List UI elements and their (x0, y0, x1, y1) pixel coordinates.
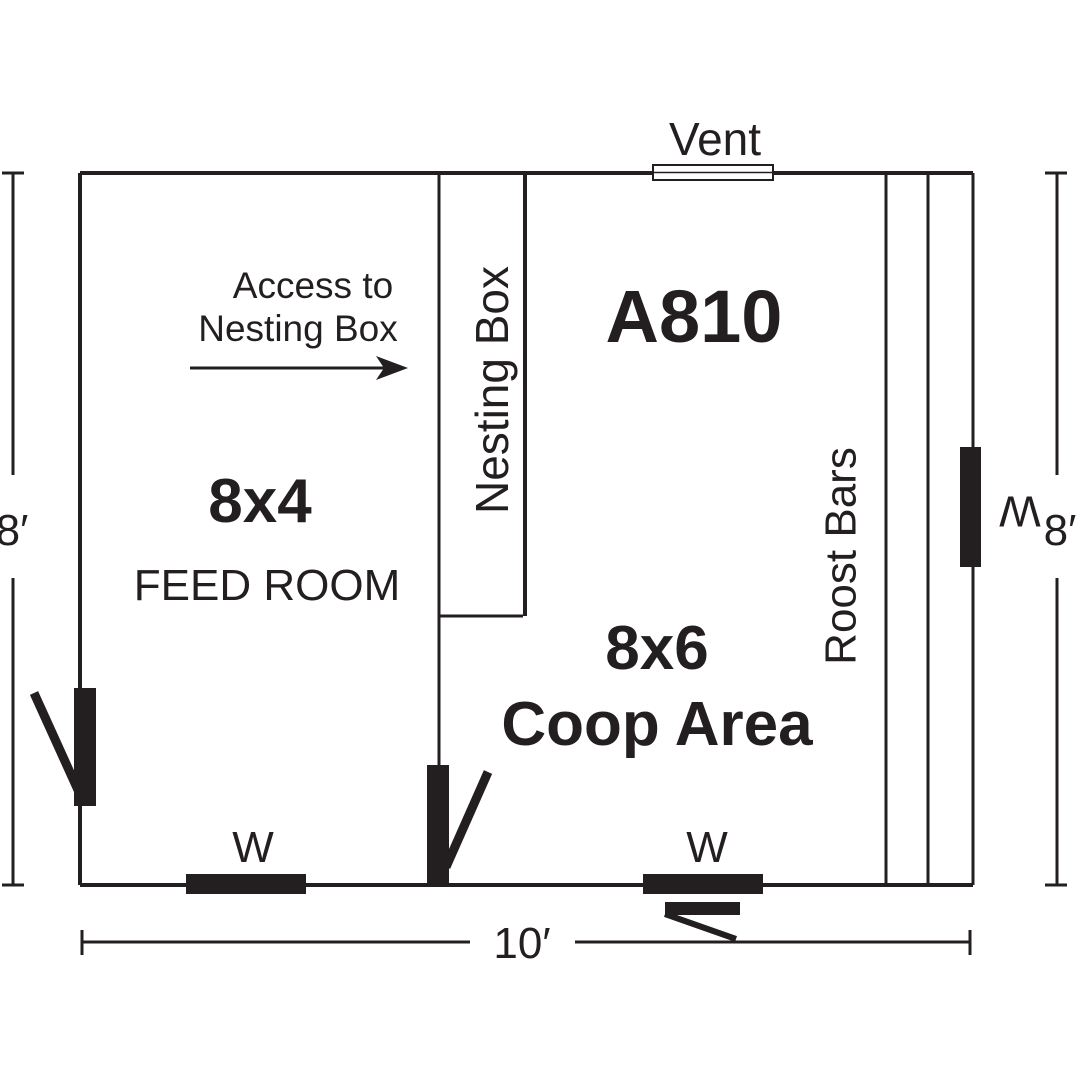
coop-interior-door (427, 765, 493, 885)
access-arrow (190, 356, 408, 380)
window-right-wall (960, 447, 981, 567)
nesting-box-enclosure (439, 173, 527, 618)
coop-area-size: 8x6 (605, 614, 708, 683)
door-swing (441, 770, 493, 869)
model-label: A810 (606, 275, 783, 358)
door-slab (427, 765, 449, 885)
feed-room-door (29, 688, 96, 806)
vent-label: Vent (669, 113, 761, 165)
chicken-door-swing (664, 911, 737, 942)
window-feed-room-bottom (186, 874, 306, 894)
roost-bars-lines (884, 173, 930, 885)
window-coop-label: W (686, 823, 728, 872)
window-right-label: W (999, 486, 1041, 535)
feed-room-label: FEED ROOM (134, 561, 400, 610)
roost-bars-label: Roost Bars (817, 447, 866, 665)
dimension-bottom-label: 10′ (493, 919, 550, 968)
nesting-box-label: Nesting Box (466, 266, 518, 514)
access-note-line1: Access to (233, 265, 393, 306)
dimension-bottom (80, 930, 972, 955)
coop-area-label: Coop Area (501, 690, 813, 759)
window-coop-bottom (643, 874, 763, 894)
dimension-left (2, 171, 24, 887)
door-swing (29, 691, 88, 803)
window-feed-room-label: W (232, 823, 274, 872)
chicken-door (664, 902, 740, 942)
chicken-door-slab (665, 902, 740, 915)
arrow-head (376, 356, 408, 380)
dimension-right (1045, 171, 1067, 887)
access-note-line2: Nesting Box (198, 308, 398, 349)
dimension-right-label: 8′ (1044, 506, 1077, 555)
feed-room-size: 8x4 (208, 467, 312, 536)
dimension-left-label: 8′ (0, 506, 28, 555)
door-slab (74, 688, 96, 806)
